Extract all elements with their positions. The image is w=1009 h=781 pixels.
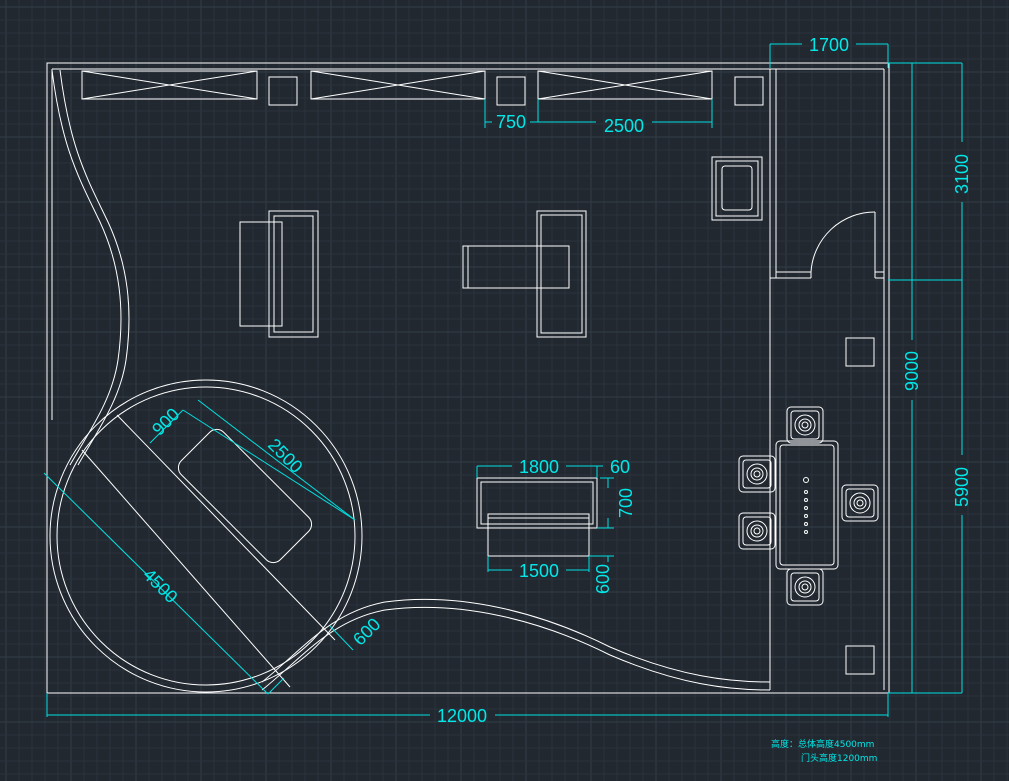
dim-600-counter-label: 600 [593,564,613,594]
pillars [845,337,875,675]
height-notes: 高度：总体高度4500mm 门头高度1200mm [771,738,877,764]
center-sofa-set [462,210,587,338]
left-sofa-set [239,210,319,338]
chair [738,512,776,550]
top-display-cabinets [81,70,764,106]
dim-60-label: 60 [610,457,630,477]
left-curved-wall [51,69,130,466]
reception-counter [476,477,598,557]
dim-9000-label: 9000 [902,351,922,391]
office-room [769,69,885,690]
dim-3100-label: 3100 [952,154,972,194]
dim-2500-shelf-label: 2500 [604,116,644,136]
dim-1700-label: 1700 [809,35,849,55]
dim-1800-label: 1800 [519,457,559,477]
dimension-lines [43,43,963,717]
circular-stage [49,379,363,693]
bottom-curved-wall [261,598,771,691]
dim-1500-label: 1500 [519,561,559,581]
dim-700-label: 700 [616,488,636,518]
chair [738,455,776,493]
dim-750-label: 750 [496,112,526,132]
chair [841,484,879,522]
note-door-height: 门头高度1200mm [801,752,877,764]
chair [786,406,824,444]
outer-wall [46,62,890,694]
armchair-top-right [711,156,763,221]
conference-chairs [738,406,879,606]
chair [786,568,824,606]
dim-5900-label: 5900 [952,467,972,507]
note-total-height: 高度：总体高度4500mm [771,738,874,750]
dim-12000-label: 12000 [437,706,487,726]
